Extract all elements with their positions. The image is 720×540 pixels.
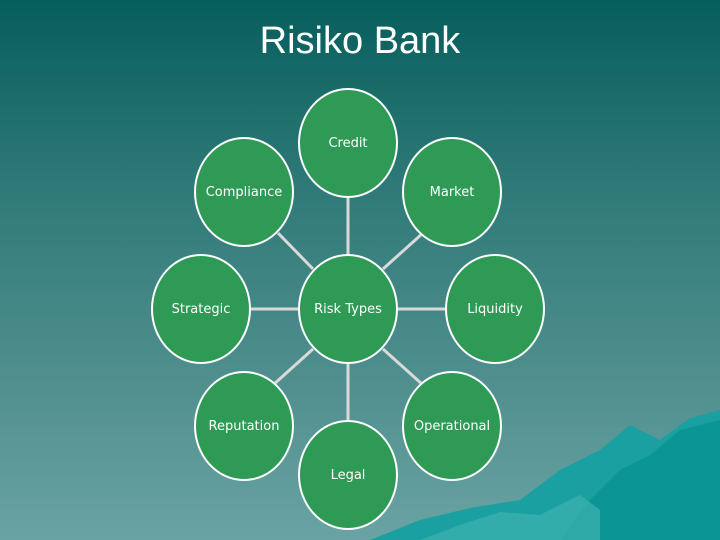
node-strategic: Strategic <box>151 254 251 364</box>
node-compliance: Compliance <box>194 137 294 247</box>
slide-title: Risiko Bank <box>259 20 461 62</box>
node-reputation: Reputation <box>194 371 294 481</box>
node-operational: Operational <box>402 371 502 481</box>
node-market: Market <box>402 137 502 247</box>
connector-operational <box>381 347 425 387</box>
node-legal: Legal <box>298 420 398 530</box>
node-liquidity: Liquidity <box>445 254 545 364</box>
connector-reputation <box>271 347 315 387</box>
node-credit: Credit <box>298 88 398 198</box>
connector-market <box>381 231 425 271</box>
connector-compliance <box>276 231 315 271</box>
node-risk-types: Risk Types <box>298 254 398 364</box>
